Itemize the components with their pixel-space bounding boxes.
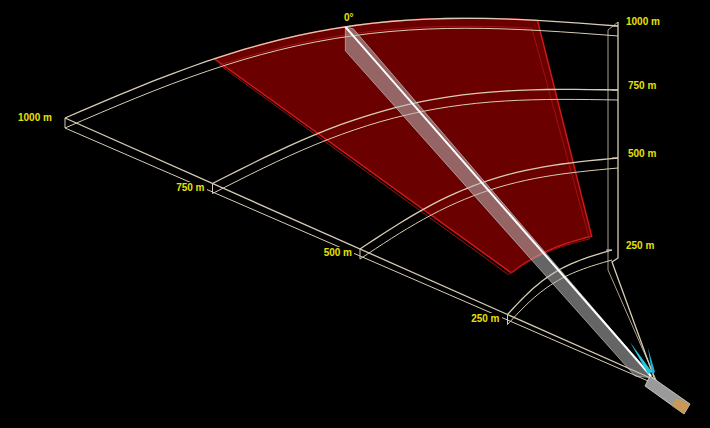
beam-plane	[345, 27, 653, 378]
range-label: 250 m	[624, 240, 656, 252]
fin	[630, 342, 652, 374]
range-label: 1000 m	[16, 112, 54, 124]
range-label: 250 m	[469, 313, 501, 325]
ring-stub	[606, 250, 612, 251]
range-ring	[65, 18, 618, 118]
right-axis	[612, 22, 655, 380]
range-ring-lower	[360, 168, 618, 259]
range-label: 750 m	[174, 182, 206, 194]
range-label: 750 m	[626, 80, 658, 92]
range-label: 500 m	[322, 247, 354, 259]
left-edge-lower	[65, 128, 655, 384]
vehicle-stern	[672, 398, 690, 414]
ring-tick	[360, 249, 361, 259]
beam-line	[345, 27, 651, 376]
range-label: 1000 m	[624, 16, 662, 28]
range-label: 500 m	[626, 148, 658, 160]
right-axis-inner	[608, 22, 657, 382]
vehicle-body	[645, 376, 690, 414]
ring-stub	[612, 90, 618, 91]
ring-tick	[65, 118, 66, 128]
bearing-label: 0°	[342, 12, 356, 24]
left-edge	[65, 118, 655, 380]
fin	[648, 348, 655, 374]
range-ring-lower	[65, 28, 618, 128]
red-sector	[214, 18, 591, 273]
red-sector-edge	[220, 26, 590, 274]
ring-stub	[612, 158, 618, 159]
